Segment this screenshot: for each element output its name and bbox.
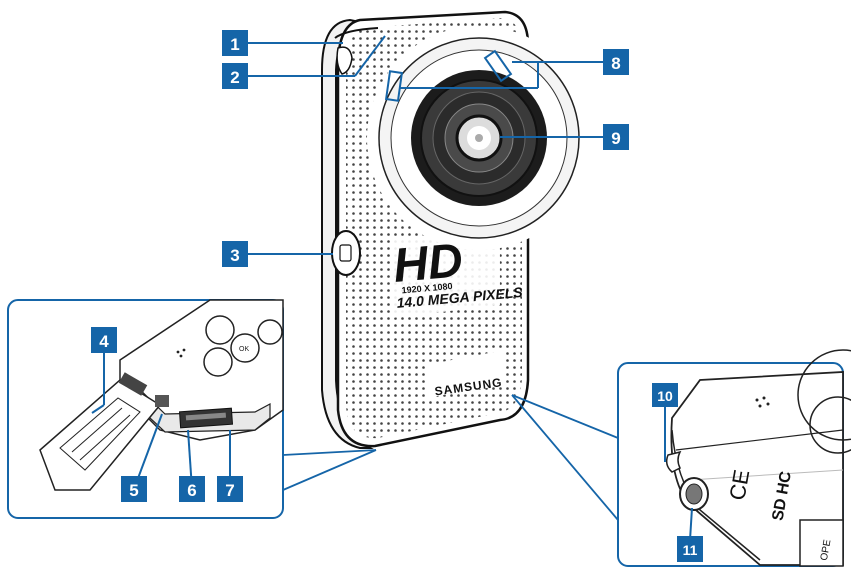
callout-1: 1 bbox=[222, 30, 248, 56]
side-button bbox=[331, 230, 361, 276]
callout-9: 9 bbox=[603, 124, 629, 150]
callout-2: 2 bbox=[222, 63, 248, 89]
svg-text:1: 1 bbox=[230, 35, 239, 54]
callout-7: 7 bbox=[217, 476, 243, 502]
ce-mark: CE bbox=[724, 468, 754, 502]
strap-hook bbox=[665, 450, 682, 473]
callout-8: 8 bbox=[603, 49, 629, 75]
hd-logo: HD bbox=[391, 234, 465, 293]
svg-text:5: 5 bbox=[129, 481, 138, 500]
svg-text:2: 2 bbox=[230, 68, 239, 87]
left-inset: OK bbox=[7, 299, 377, 519]
svg-text:10: 10 bbox=[657, 388, 673, 404]
inset-button-bottom bbox=[203, 347, 233, 377]
open-label: OPE bbox=[819, 539, 834, 562]
svg-text:11: 11 bbox=[683, 542, 698, 558]
svg-text:7: 7 bbox=[225, 481, 234, 500]
inset-button-top bbox=[205, 315, 235, 345]
callout-6: 6 bbox=[179, 476, 205, 502]
callout-3: 3 bbox=[222, 241, 248, 267]
callout-5: 5 bbox=[121, 476, 147, 502]
svg-text:8: 8 bbox=[611, 54, 620, 73]
inset-button-ok bbox=[230, 333, 260, 363]
inset-ok-label: OK bbox=[239, 346, 249, 353]
callout-10: 10 bbox=[652, 383, 678, 407]
callout-labels: 1 2 3 4 5 6 7 8 bbox=[91, 30, 703, 562]
svg-text:4: 4 bbox=[99, 332, 109, 351]
svg-text:3: 3 bbox=[230, 246, 239, 265]
open-cover bbox=[39, 379, 162, 491]
record-slot-detail bbox=[334, 27, 379, 39]
inset-button-right bbox=[257, 319, 283, 345]
right-inset: CE SD HC OPE bbox=[511, 349, 851, 567]
callout-11: 11 bbox=[677, 536, 703, 562]
svg-text:6: 6 bbox=[187, 481, 196, 500]
resolution-text: 1920 X 1080 bbox=[401, 281, 453, 295]
leader-lines bbox=[91, 35, 693, 541]
svg-text:9: 9 bbox=[611, 129, 620, 148]
callout-4: 4 bbox=[91, 327, 117, 353]
